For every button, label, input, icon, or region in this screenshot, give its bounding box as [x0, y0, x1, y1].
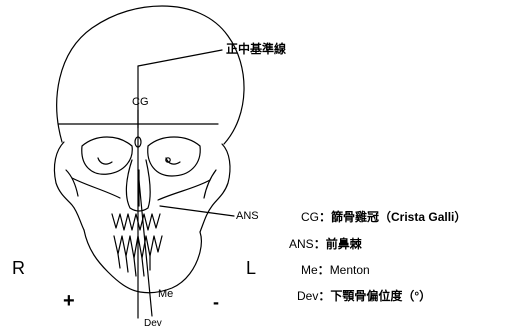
mandible-outline	[83, 229, 203, 294]
right-zygoma	[65, 169, 79, 197]
tooth-root-lines	[117, 253, 151, 277]
upper-teeth	[111, 213, 161, 231]
legend-row-dev: Dev：下顎骨偏位度（°）	[297, 287, 431, 304]
right-maxilla-line	[71, 177, 121, 199]
me-label: Me	[158, 288, 174, 300]
legend-abbr: ANS	[289, 237, 314, 251]
cg-label: CG	[132, 96, 149, 108]
legend-colon: ：	[318, 289, 331, 303]
legend-colon: ：	[317, 263, 330, 277]
cranium-outline	[56, 5, 245, 145]
left-side-label: L	[246, 258, 257, 278]
legend-definition: Menton	[329, 263, 370, 277]
left-zygoma	[203, 169, 217, 199]
legend-abbr: Dev	[297, 289, 319, 303]
right-cheek-outline	[53, 141, 85, 231]
legend-abbr: Me	[301, 263, 318, 277]
legend-row-ans: ANS：前鼻棘	[289, 235, 362, 252]
left-orbit	[147, 136, 201, 177]
left-maxilla-line	[157, 179, 211, 201]
legend-colon: ：	[319, 210, 332, 224]
minus-sign: -	[213, 292, 219, 312]
deviation-line	[137, 169, 153, 317]
legend-abbr: CG	[301, 210, 319, 224]
midline-label: 正中基準線	[226, 42, 287, 56]
dev-label: Dev	[144, 318, 162, 329]
legend-row-me: Me：Menton	[301, 261, 370, 278]
plus-sign: +	[63, 290, 75, 312]
legend-colon: ：	[313, 237, 326, 251]
midline-leader	[137, 49, 223, 67]
nasal-cavity	[125, 159, 151, 212]
left-orbit-inner	[165, 157, 181, 165]
legend-definition: 篩骨雞冠（Crista Galli）	[331, 210, 467, 224]
legend-definition: 下顎骨偏位度（°）	[330, 289, 432, 303]
right-orbit-inner	[97, 157, 113, 165]
right-orbit	[81, 136, 133, 175]
left-cheek-outline	[199, 143, 231, 233]
ans-leader	[159, 205, 235, 217]
right-side-label: R	[12, 258, 25, 278]
legend-definition: 前鼻棘	[325, 237, 362, 251]
legend-row-cg: CG：篩骨雞冠（Crista Galli）	[301, 208, 466, 225]
ans-label: ANS	[236, 210, 259, 222]
left-orbit-mark	[165, 157, 171, 163]
